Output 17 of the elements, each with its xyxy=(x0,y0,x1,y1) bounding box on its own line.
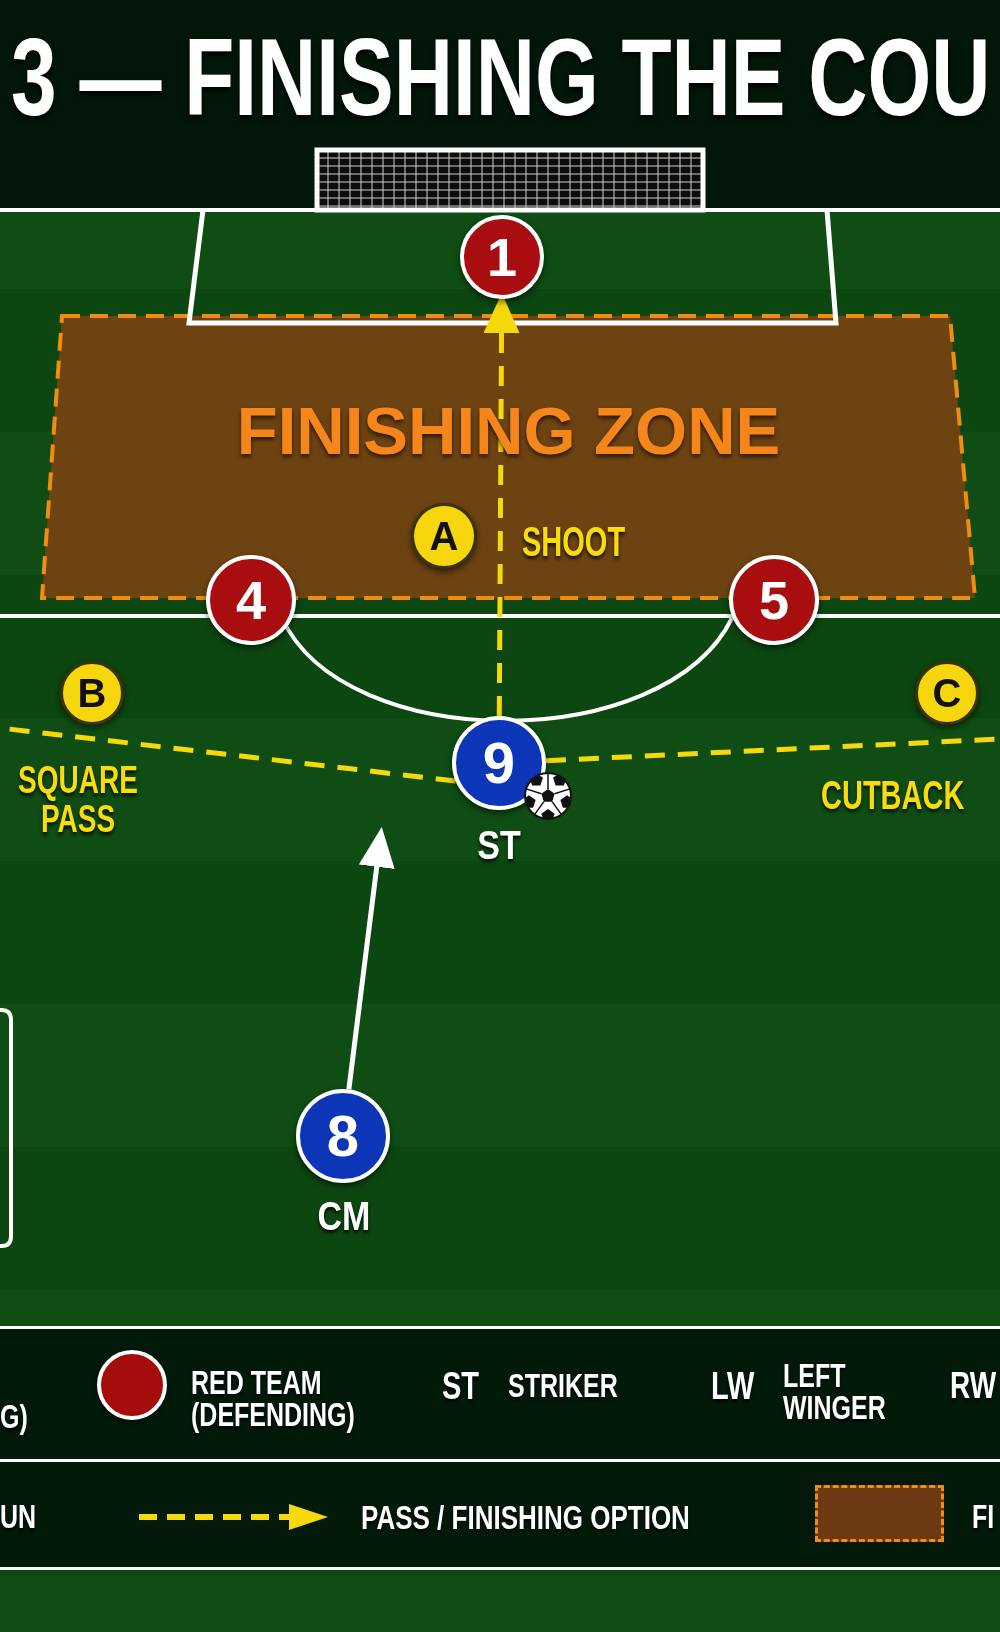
abbreviation: RW xyxy=(950,1367,997,1405)
abbreviation: ST xyxy=(442,1366,480,1406)
position-label: CM xyxy=(317,1195,371,1237)
option-label: SQUARE PASS xyxy=(17,760,139,840)
zone-label: FINISHING ZONE xyxy=(236,396,781,464)
title: 3 — FINISHING THE COU xyxy=(11,23,991,133)
legend-text: PASS / FINISHING OPTION xyxy=(361,1500,690,1534)
legend-text: G) xyxy=(0,1400,28,1434)
option-label: CUTBACK xyxy=(821,775,965,817)
abbreviation: LW xyxy=(711,1366,755,1406)
legend-text: STRIKER xyxy=(508,1369,618,1403)
legend-text: UN xyxy=(0,1500,37,1534)
legend-text: LEFT WINGER xyxy=(783,1359,887,1425)
legend-text: FI xyxy=(972,1500,995,1534)
legend-text: RED TEAM (DEFENDING) xyxy=(191,1366,356,1432)
option-label: SHOOT xyxy=(522,520,626,563)
position-label: ST xyxy=(477,824,521,866)
